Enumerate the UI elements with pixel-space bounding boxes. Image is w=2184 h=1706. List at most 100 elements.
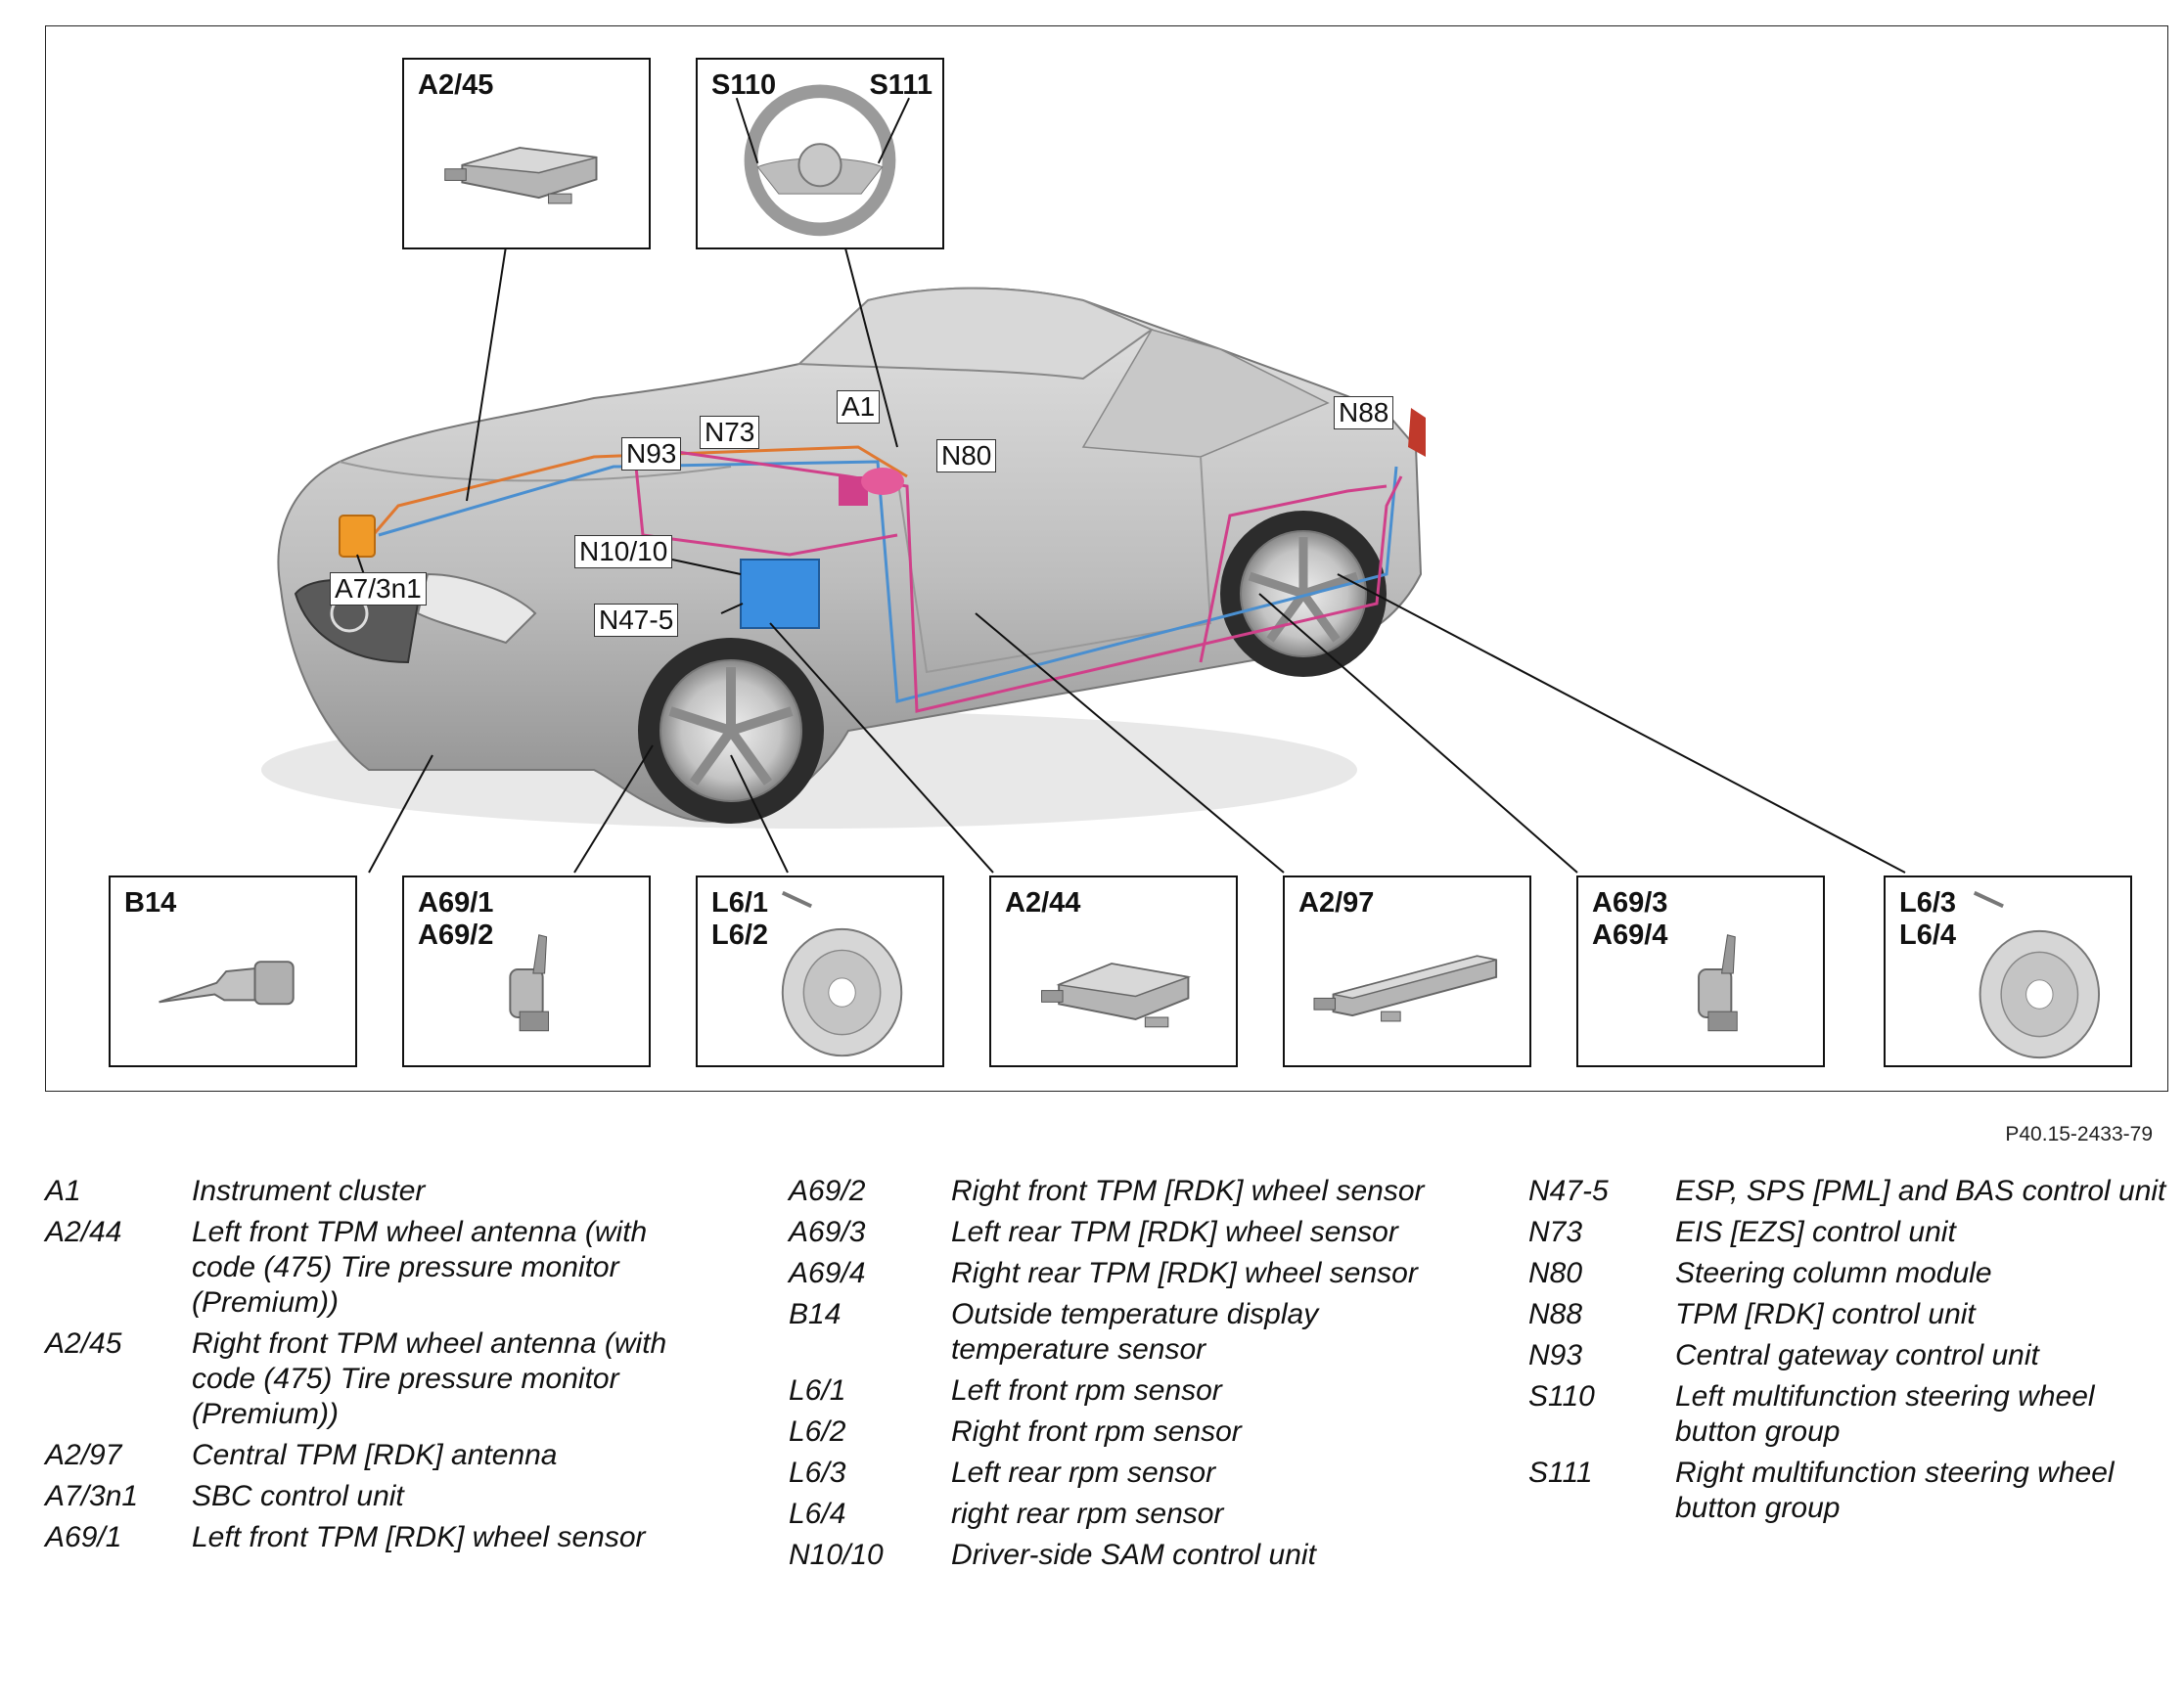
temperature-sensor-icon (159, 961, 295, 1006)
legend-description: TPM [RDK] control unit (1675, 1298, 1976, 1330)
legend-code: L6/3 (789, 1457, 846, 1489)
legend-row: A1 Instrument cluster (45, 1174, 681, 1209)
legend-code: N88 (1528, 1298, 1583, 1330)
legend-description: Driver-side SAM control unit (951, 1539, 1316, 1571)
legend-description: SBC control unit (192, 1480, 404, 1512)
legend-row: S111 Right multifunction steering wheel b… (1528, 1456, 2174, 1526)
legend-code: N93 (1528, 1339, 1583, 1371)
legend-description: Right rear TPM [RDK] wheel sensor (951, 1257, 1418, 1289)
car-modules (339, 468, 904, 629)
car-label-n93: N93 (621, 437, 682, 471)
legend-description: Central TPM [RDK] antenna (192, 1439, 558, 1471)
legend-description: Instrument cluster (192, 1175, 426, 1207)
box-a2-45: A2/45 (402, 58, 651, 249)
box-a69-3-4: A69/3 A69/4 (1576, 875, 1825, 1067)
antenna-module-icon (1041, 963, 1192, 1028)
legend-row: N73 EIS [EZS] control unit (1528, 1215, 2174, 1250)
legend-code: A69/4 (789, 1257, 866, 1289)
legend-row: N47-5 ESP, SPS [PML] and BAS control unit (1528, 1174, 2174, 1209)
legend-description: Central gateway control unit (1675, 1339, 2039, 1371)
legend-code: A69/3 (789, 1216, 866, 1248)
legend-description: Left front TPM [RDK] wheel sensor (192, 1521, 646, 1553)
legend-code: L6/4 (789, 1498, 846, 1530)
legend-code: A69/2 (789, 1175, 866, 1207)
esp-unit-marker (740, 559, 820, 629)
car-illustration (261, 221, 1906, 874)
n80-marker (861, 468, 904, 495)
car-body (261, 287, 1426, 829)
legend-row: A2/97 Central TPM [RDK] antenna (45, 1438, 681, 1473)
legend-description: Outside temperature display temperature … (951, 1298, 1319, 1366)
legend-column-3: N47-5 ESP, SPS [PML] and BAS control unit… (1528, 1174, 2174, 1532)
legend-code: S110 (1528, 1380, 1595, 1413)
legend-code: L6/1 (789, 1374, 846, 1407)
legend-description: ESP, SPS [PML] and BAS control unit (1675, 1175, 2166, 1207)
legend-description: Right front TPM wheel antenna (with code… (192, 1327, 667, 1430)
box-b14: B14 (109, 875, 357, 1067)
box-steering-wheel: S110 S111 (696, 58, 944, 249)
legend-description: EIS [EZS] control unit (1675, 1216, 1956, 1248)
box-a2-97-label: A2/97 (1298, 887, 1375, 919)
legend-code: A69/1 (45, 1521, 122, 1553)
car-label-n47-5: N47-5 (594, 604, 679, 637)
leader-lines (356, 221, 1906, 874)
legend-description: Left rear TPM [RDK] wheel sensor (951, 1216, 1398, 1248)
car-label-n73: N73 (700, 416, 760, 449)
car-label-n80: N80 (936, 439, 997, 472)
legend-code: N80 (1528, 1257, 1583, 1289)
legend-row: A2/45 Right front TPM wheel antenna (with… (45, 1326, 681, 1432)
antenna-module-icon (444, 147, 598, 204)
car-label-n10-10: N10/10 (574, 535, 673, 568)
box-a69-3-4-label: A69/3 A69/4 (1592, 887, 1668, 951)
legend-row: B14 Outside temperature display temperatu… (789, 1297, 1425, 1368)
steering-wheel-icon (735, 84, 910, 237)
legend-row: L6/1 Left front rpm sensor (789, 1373, 1425, 1409)
box-a2-44-label: A2/44 (1005, 887, 1081, 919)
legend-description: Left front rpm sensor (951, 1374, 1222, 1407)
car-label-a1: A1 (837, 390, 881, 424)
legend-code: N47-5 (1528, 1175, 1609, 1207)
sbc-unit-marker (339, 515, 376, 558)
legend-description: Left rear rpm sensor (951, 1457, 1216, 1489)
legend-code: B14 (789, 1298, 842, 1330)
legend-row: A69/3 Left rear TPM [RDK] wheel sensor (789, 1215, 1425, 1250)
legend-row: A69/1 Left front TPM [RDK] wheel sensor (45, 1520, 681, 1555)
legend-row: A7/3n1 SBC control unit (45, 1479, 681, 1514)
tpm-wheel-sensor-icon (1698, 934, 1738, 1032)
legend-code: A1 (45, 1175, 81, 1207)
car-label-n88: N88 (1334, 396, 1394, 429)
legend-row: N80 Steering column module (1528, 1256, 2174, 1291)
box-a69-1-2-label: A69/1 A69/2 (418, 887, 494, 951)
legend-row: A69/4 Right rear TPM [RDK] wheel sensor (789, 1256, 1425, 1291)
diagram-frame: A2/45 S110 S111 B14 A69/1 A69/2 (45, 25, 2168, 1092)
legend-row: A69/2 Right front TPM [RDK] wheel sensor (789, 1174, 1425, 1209)
legend-description: Right front TPM [RDK] wheel sensor (951, 1175, 1425, 1207)
legend-code: A2/44 (45, 1216, 122, 1248)
legend-description: Right multifunction steering wheel butto… (1675, 1457, 2115, 1524)
legend-description: Steering column module (1675, 1257, 1992, 1289)
central-antenna-icon (1313, 955, 1498, 1022)
rpm-sensor-disc-icon (781, 890, 903, 1057)
box-b14-label: B14 (124, 887, 177, 919)
box-s110-label: S110 (711, 69, 777, 101)
box-s111-label: S111 (869, 69, 933, 101)
box-a69-1-2: A69/1 A69/2 (402, 875, 651, 1067)
legend-row: N88 TPM [RDK] control unit (1528, 1297, 2174, 1332)
tpm-wheel-sensor-icon (509, 934, 550, 1032)
legend-code: A2/97 (45, 1439, 122, 1471)
legend-code: S111 (1528, 1457, 1593, 1489)
legend-code: A7/3n1 (45, 1480, 139, 1512)
legend-row: N93 Central gateway control unit (1528, 1338, 2174, 1373)
legend-code: N73 (1528, 1216, 1583, 1248)
legend-description: right rear rpm sensor (951, 1498, 1224, 1530)
legend-code: A2/45 (45, 1327, 122, 1360)
car-label-a7-3n1: A7/3n1 (330, 572, 427, 606)
box-a2-45-label: A2/45 (418, 69, 494, 101)
box-l6-3-4: L6/3 L6/4 (1884, 875, 2132, 1067)
